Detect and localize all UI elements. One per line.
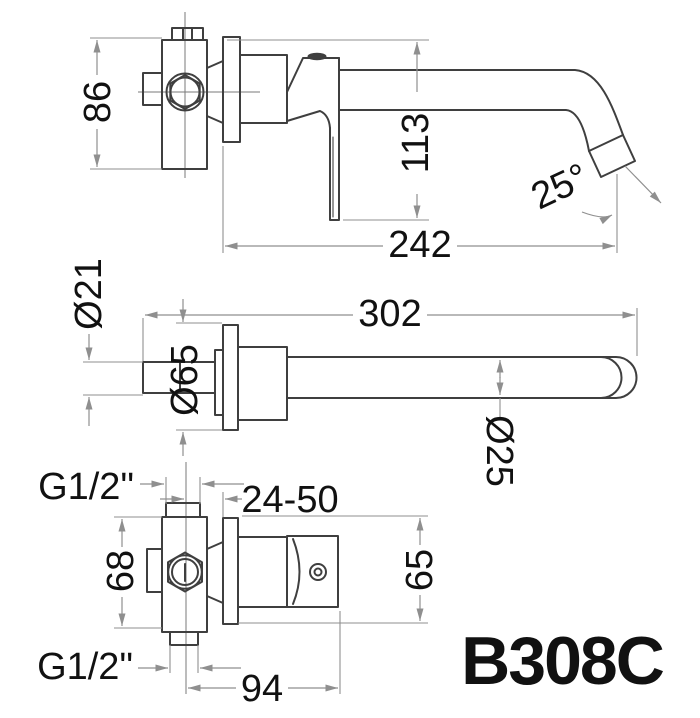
dim-g12-bottom: G1/2": [37, 645, 241, 688]
handle-side: [286, 52, 340, 221]
wall-plate-plan: [222, 324, 288, 431]
plan-view: Ø21 Ø65 302 Ø25: [68, 258, 638, 487]
dim-angle-25: 25°: [525, 156, 662, 225]
dim-label-dia65: Ø65: [164, 344, 206, 416]
dim-242: 242: [222, 146, 618, 266]
dim-label-65: 65: [399, 549, 441, 591]
dim-24-50: 24-50: [160, 479, 339, 521]
wall-plate-side: [222, 36, 288, 143]
valve-body-side: [142, 27, 224, 170]
dim-label-242: 242: [388, 224, 451, 266]
dim-94: 94: [188, 611, 341, 710]
dim-86: 86: [77, 37, 162, 170]
dim-dia65: Ø65: [164, 299, 222, 456]
model-number: B308C: [461, 623, 664, 699]
side-view: 86 113 242 25°: [77, 12, 662, 266]
dim-label-302: 302: [358, 293, 421, 335]
dim-65: 65: [238, 515, 441, 624]
spout-plan: [286, 356, 638, 399]
bottom-view: G1/2" 24-50 68 65: [37, 462, 441, 710]
dim-label-dia25: Ø25: [478, 415, 520, 487]
handle-screw: [309, 563, 327, 581]
wall-plate-bottom: [222, 517, 288, 625]
spout-side: [338, 69, 636, 178]
dim-g12-top: G1/2": [38, 466, 244, 508]
valve-body-bottom: [146, 502, 224, 646]
dim-113: 113: [227, 39, 437, 221]
dim-302: 302: [142, 293, 638, 361]
dim-label-94: 94: [241, 668, 283, 710]
dim-label-68: 68: [100, 550, 142, 592]
dim-label-24-50: 24-50: [241, 479, 338, 521]
dim-label-g12-top: G1/2": [38, 466, 134, 508]
dim-label-g12-bottom: G1/2": [37, 646, 133, 688]
dim-68: 68: [100, 516, 162, 629]
dim-dia25: Ø25: [478, 360, 520, 487]
dim-label-angle: 25°: [525, 156, 595, 218]
dim-label-dia21: Ø21: [68, 258, 110, 330]
dim-label-86: 86: [77, 81, 119, 123]
handle-bottom: [286, 535, 339, 608]
dim-label-113: 113: [395, 113, 437, 174]
dim-dia21: Ø21: [68, 258, 143, 426]
